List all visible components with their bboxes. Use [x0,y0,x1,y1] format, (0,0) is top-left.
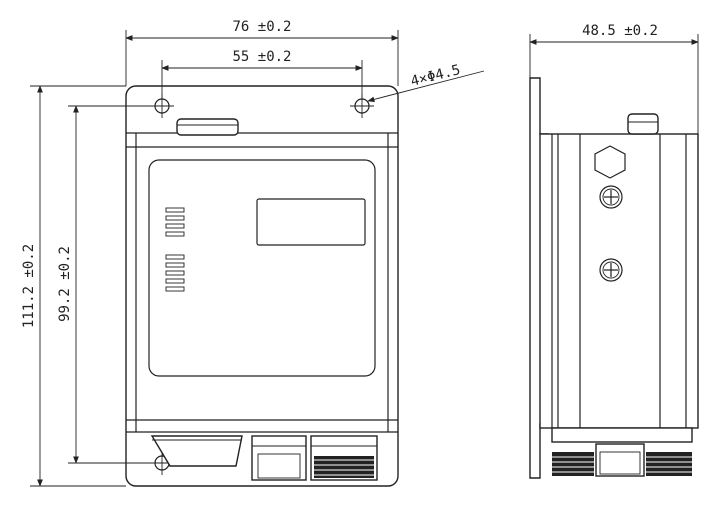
side-dimensions: 48.5 ±0.2 [529,23,699,134]
terminal-connector [251,435,307,481]
dim-depth-label: 48.5 ±0.2 [582,23,658,39]
screw-icon [599,258,623,282]
top-connector-side [627,113,659,135]
dim-hole-vertical-label: 99.2 ±0.2 [57,246,73,322]
top-connector [176,118,239,136]
db9-connector [150,435,243,467]
hole-callout-label: 4×Φ4.5 [409,62,462,90]
dim-height-label: 111.2 ±0.2 [21,244,37,328]
dim-width-label: 76 ±0.2 [232,19,291,35]
terminal-block [310,435,378,481]
display-window [256,198,366,246]
front-panel [148,159,376,377]
hole-leader [367,70,485,103]
led-indicators [165,207,185,292]
front-view [125,85,399,487]
dim-hole-spacing-label: 55 ±0.2 [232,49,291,65]
mounting-plate [125,85,399,487]
hex-nut-icon [594,145,626,179]
screw-icon [599,185,623,209]
side-enclosure [539,133,699,429]
bottom-connectors-side [551,427,693,477]
side-view [529,77,699,479]
